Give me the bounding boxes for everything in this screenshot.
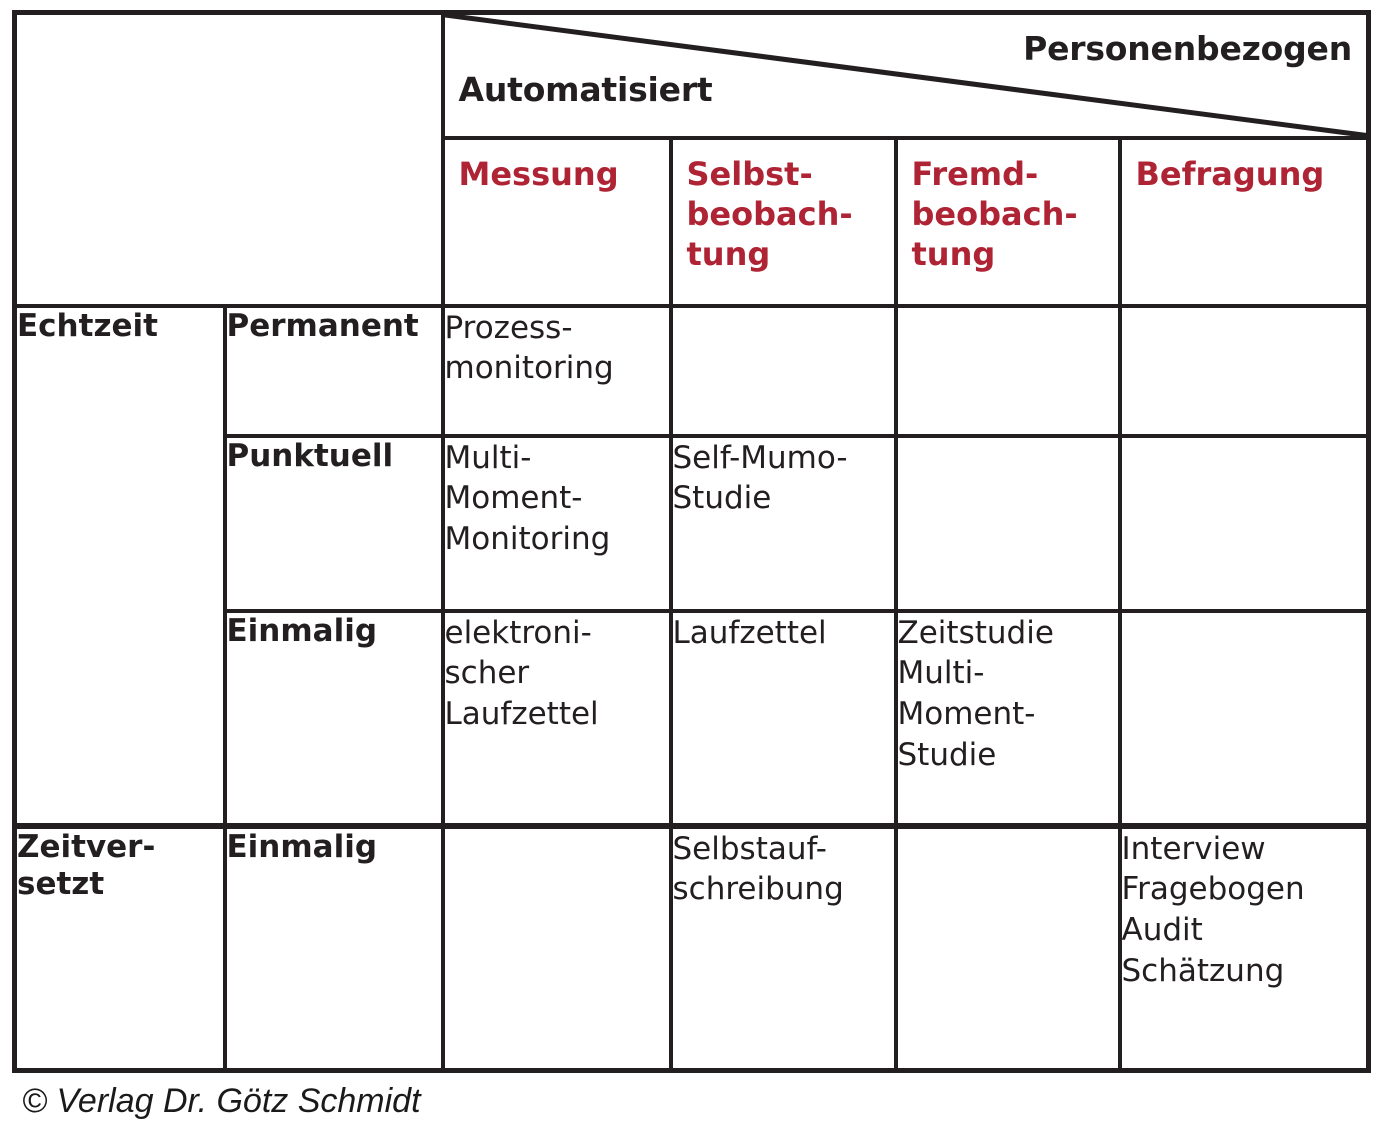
cell-line: elektroni- bbox=[444, 614, 592, 651]
cell-permanent-fremdbeobachtung bbox=[893, 303, 1122, 438]
label-line: Befragung bbox=[1135, 154, 1325, 193]
cell-text: Self-Mumo- Studie bbox=[673, 438, 894, 520]
label-line: Selbst- bbox=[686, 154, 813, 193]
cell-versetzt-fremdbeobachtung bbox=[893, 822, 1122, 1073]
cell-line: Fragebogen bbox=[1121, 871, 1305, 908]
label-line: Fremd- bbox=[911, 154, 1039, 193]
row-group-label-zeitversetzt: Zeitver- setzt bbox=[12, 822, 227, 1073]
label-line: Messung bbox=[458, 154, 619, 193]
cell-versetzt-befragung: Interview Fragebogen Audit Schätzung bbox=[1117, 822, 1371, 1073]
cell-line: Multi- bbox=[444, 439, 532, 476]
diagonal-divider-line bbox=[445, 15, 1367, 136]
row-subgroup-label-einmalig-zeitversetzt: Einmalig bbox=[222, 822, 445, 1073]
label-line: tung bbox=[911, 235, 996, 274]
label-line: beobach- bbox=[686, 194, 853, 233]
cell-line: Audit bbox=[1121, 912, 1203, 949]
cell-text: Multi- Moment- Monitoring bbox=[445, 438, 669, 561]
cell-einmalig-befragung bbox=[1117, 608, 1371, 828]
methods-matrix-table: Automatisiert Personenbezogen Messung Se… bbox=[12, 10, 1371, 1073]
row-group-zeitversetzt-lines: Zeitver- setzt bbox=[17, 829, 223, 905]
label-line: Punktuell bbox=[226, 437, 394, 474]
cell-einmalig-messung: elektroni- scher Laufzettel bbox=[440, 608, 673, 828]
cell-line: Selbstauf- bbox=[672, 830, 827, 867]
column-header-messung: Messung bbox=[440, 135, 673, 308]
cell-einmalig-selbstbeobachtung: Laufzettel bbox=[668, 608, 898, 828]
axis-diagonal-header: Automatisiert Personenbezogen bbox=[440, 10, 1371, 140]
cell-punktuell-fremdbeobachtung bbox=[893, 433, 1122, 613]
label-line: tung bbox=[686, 235, 771, 274]
column-header-selbstbeobachtung-label: Selbst- beobach- tung bbox=[673, 140, 894, 275]
row-subgroup-punktuell-lines: Punktuell bbox=[227, 438, 441, 476]
column-header-fremdbeobachtung-label: Fremd- beobach- tung bbox=[898, 140, 1118, 275]
table-row: Zeitver- setzt Einmalig Selbstauf- schre… bbox=[12, 822, 1371, 1073]
column-header-befragung-label: Befragung bbox=[1122, 140, 1367, 194]
row-group-echtzeit-lines: Echtzeit bbox=[17, 308, 223, 346]
cell-text: Selbstauf- schreibung bbox=[673, 829, 894, 911]
label-line: setzt bbox=[17, 866, 105, 903]
cell-permanent-selbstbeobachtung bbox=[668, 303, 898, 438]
cell-line: Laufzettel bbox=[444, 696, 599, 733]
cell-line: schreibung bbox=[672, 871, 844, 908]
column-header-messung-label: Messung bbox=[445, 140, 669, 194]
row-subgroup-permanent-lines: Permanent bbox=[227, 308, 441, 346]
column-header-befragung: Befragung bbox=[1117, 135, 1371, 308]
table-row: Einmalig elektroni- scher Laufzettel Lau… bbox=[15, 608, 1371, 828]
cell-line: Multi- bbox=[897, 655, 985, 692]
cell-permanent-befragung bbox=[1117, 303, 1371, 438]
axis-label-automatisiert: Automatisiert bbox=[458, 69, 713, 109]
corner-empty-cell bbox=[12, 10, 445, 308]
table-header-row: Automatisiert Personenbezogen bbox=[12, 10, 1371, 308]
cell-permanent-messung: Prozess- monitoring bbox=[440, 303, 673, 438]
cell-line: Studie bbox=[897, 737, 997, 774]
row-group-label-echtzeit: Echtzeit bbox=[12, 303, 227, 828]
cell-line: Monitoring bbox=[444, 521, 611, 558]
cell-punktuell-messung: Multi- Moment- Monitoring bbox=[440, 433, 673, 613]
cell-punktuell-befragung bbox=[1117, 433, 1371, 613]
cell-line: Schätzung bbox=[1121, 953, 1285, 990]
cell-line: Prozess- bbox=[444, 309, 573, 346]
cell-versetzt-messung bbox=[440, 822, 673, 1073]
label-line: Echtzeit bbox=[17, 307, 158, 344]
cell-line: Studie bbox=[672, 480, 772, 517]
cell-text: elektroni- scher Laufzettel bbox=[445, 613, 669, 736]
table-row: Echtzeit Permanent Prozess- monitoring bbox=[12, 303, 1371, 828]
row-subgroup-label-punktuell: Punktuell bbox=[222, 433, 445, 613]
table-row: Punktuell Multi- Moment- Monitoring Self… bbox=[15, 433, 1371, 613]
cell-line: Self-Mumo- bbox=[672, 439, 848, 476]
cell-versetzt-selbstbeobachtung: Selbstauf- schreibung bbox=[668, 822, 898, 1073]
cell-line: Moment- bbox=[444, 480, 583, 517]
cell-line: scher bbox=[444, 655, 530, 692]
row-subgroup-label-permanent: Permanent bbox=[222, 303, 445, 438]
cell-text: Laufzettel bbox=[673, 613, 894, 654]
cell-line: Laufzettel bbox=[672, 614, 827, 651]
row-subgroup-einmalig-lines: Einmalig bbox=[227, 829, 441, 867]
cell-line: Moment- bbox=[897, 696, 1036, 733]
column-header-fremdbeobachtung: Fremd- beobach- tung bbox=[893, 135, 1122, 308]
cell-einmalig-fremdbeobachtung: Zeitstudie Multi- Moment- Studie bbox=[893, 608, 1122, 828]
label-line: Einmalig bbox=[226, 612, 378, 649]
row-subgroup-einmalig-lines: Einmalig bbox=[227, 613, 441, 651]
cell-text: Interview Fragebogen Audit Schätzung bbox=[1122, 829, 1367, 993]
label-line: beobach- bbox=[911, 194, 1078, 233]
cell-line: monitoring bbox=[444, 350, 614, 387]
axis-label-personenbezogen: Personenbezogen bbox=[1023, 29, 1352, 68]
column-header-row: Messung Selbst- beobach- tung Fremd- beo… bbox=[15, 135, 1371, 308]
cell-line: Zeitstudie bbox=[897, 614, 1054, 651]
cell-line: Interview bbox=[1121, 830, 1266, 867]
label-line: Permanent bbox=[226, 307, 419, 344]
cell-text: Zeitstudie Multi- Moment- Studie bbox=[898, 613, 1118, 777]
cell-text: Prozess- monitoring bbox=[445, 308, 669, 390]
row-subgroup-label-einmalig-echtzeit: Einmalig bbox=[222, 608, 445, 828]
cell-punktuell-selbstbeobachtung: Self-Mumo- Studie bbox=[668, 433, 898, 613]
label-line: Einmalig bbox=[226, 828, 378, 865]
column-header-selbstbeobachtung: Selbst- beobach- tung bbox=[668, 135, 898, 308]
copyright-notice: © Verlag Dr. Götz Schmidt bbox=[22, 1082, 421, 1120]
label-line: Zeitver- bbox=[17, 828, 156, 865]
